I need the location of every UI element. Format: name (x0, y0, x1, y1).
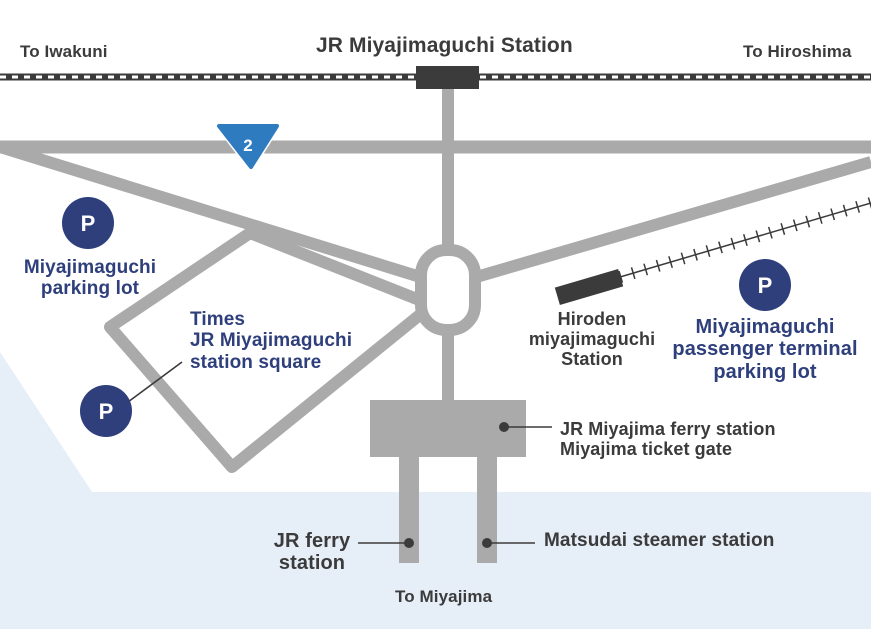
leader-dots (404, 422, 509, 548)
road-network (0, 88, 871, 473)
label-miyajimaguchi-parking-lot: Miyajimaguchi parking lot (23, 257, 157, 300)
hiroden-station-marker (554, 269, 624, 305)
jr-station-marker (416, 66, 479, 89)
water-area (0, 352, 871, 629)
road-east-diagonal (464, 156, 871, 286)
route-2-badge: 2 (214, 122, 282, 172)
direction-east: To Hiroshima (743, 42, 852, 61)
road-west-diagonal (0, 141, 432, 286)
svg-text:P: P (99, 399, 114, 424)
label-passenger-terminal-parking: Miyajimaguchi passenger terminal parking… (672, 316, 858, 383)
parking-icon: P (80, 385, 132, 437)
label-matsudai-steamer-station: Matsudai steamer station (544, 530, 775, 551)
label-ferry-station: JR Miyajima ferry station Miyajima ticke… (560, 419, 776, 460)
road-times-parking-loop (104, 227, 438, 473)
svg-text:P: P (758, 273, 773, 298)
svg-text:P: P (81, 211, 96, 236)
label-hiroden-station: Hiroden miyajimaguchi Station (528, 309, 656, 370)
leader-times-parking (127, 361, 183, 403)
station-title: JR Miyajimaguchi Station (316, 34, 573, 57)
label-times-parking: Times JR Miyajimaguchi station square (190, 309, 353, 373)
parking-icon: P (739, 259, 791, 311)
roundabout (415, 244, 481, 336)
route-badge-number: 2 (243, 136, 252, 155)
direction-west: To Iwakuni (20, 42, 108, 61)
direction-south: To Miyajima (395, 587, 493, 606)
hiroden-line (554, 197, 871, 305)
parking-icon: P (62, 197, 114, 249)
label-jr-ferry-station: JR ferry station (273, 530, 351, 575)
leader-lines (127, 361, 552, 544)
